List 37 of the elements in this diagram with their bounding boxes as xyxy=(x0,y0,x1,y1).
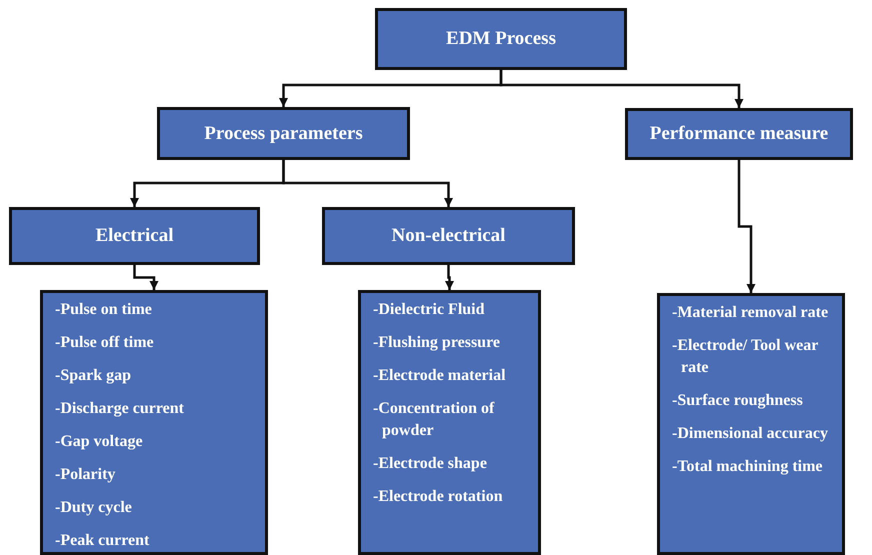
list-item: -Pulse off time xyxy=(55,333,155,353)
list-item: -Dielectric Fluid xyxy=(373,300,486,320)
list-item: -Material removal rate xyxy=(672,303,830,323)
box-title: Process parameters xyxy=(204,122,363,144)
list-box xyxy=(40,290,268,555)
box-title: Non-electrical xyxy=(392,225,506,247)
connector-arrow xyxy=(500,70,744,108)
list-item: -Pulse on time xyxy=(55,300,153,320)
category-box xyxy=(625,108,853,160)
connector-arrow xyxy=(282,160,453,207)
list-box xyxy=(657,293,845,555)
list-item: -Electrode/ Tool wear rate xyxy=(672,336,820,378)
list-item: -Duty cycle xyxy=(55,498,133,518)
list-box xyxy=(358,290,541,555)
list-item: -Polarity xyxy=(55,465,116,485)
list-item: -Concentration of powder xyxy=(373,399,496,441)
box-title: Electrical xyxy=(95,225,174,247)
list-item: -Spark gap xyxy=(55,366,132,386)
connector-arrow xyxy=(445,265,454,290)
list-item: -Electrode shape xyxy=(373,454,488,474)
list-item: -Discharge current xyxy=(55,399,185,419)
list-item: -Flushing pressure xyxy=(373,333,501,353)
list-item: -Surface roughness xyxy=(672,391,804,411)
list-item: -Electrode rotation xyxy=(373,487,504,507)
connector-arrow xyxy=(738,160,756,293)
list-item: -Gap voltage xyxy=(55,432,144,452)
list-item: -Electrode material xyxy=(373,366,507,386)
title-box xyxy=(375,8,627,70)
list-item: -Dimensional accuracy xyxy=(672,424,829,444)
box-title: EDM Process xyxy=(446,28,556,50)
subcategory-box xyxy=(9,207,260,265)
box-title: Performance measure xyxy=(650,123,828,145)
subcategory-box xyxy=(322,207,575,265)
list-item: -Peak current xyxy=(55,531,150,551)
connector-arrow xyxy=(133,265,158,290)
category-box xyxy=(157,107,410,160)
list-item: -Total machining time xyxy=(672,457,824,477)
